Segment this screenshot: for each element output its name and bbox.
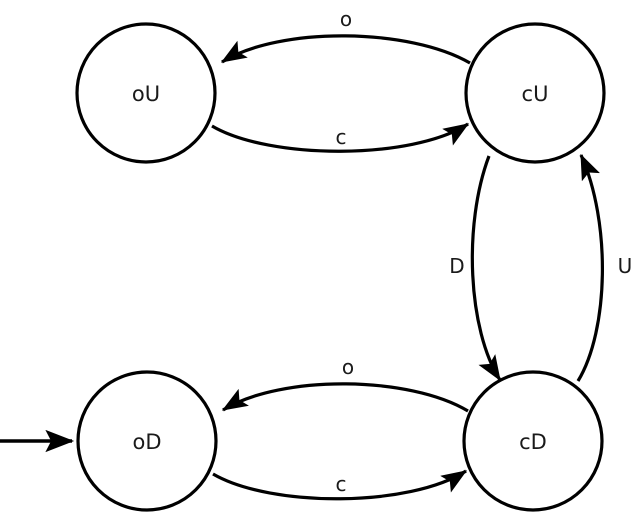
state-node-cU[interactable]: cU: [464, 22, 606, 164]
edge-path-cD-to-cU: [576, 153, 604, 382]
edge-label-cD-to-oD: o: [342, 355, 354, 379]
transition-cU-to-oU: o: [220, 7, 471, 65]
state-circle-cU[interactable]: [464, 22, 606, 164]
edge-path-cU-to-oU: [220, 34, 471, 65]
edge-label-cU-to-cD: D: [449, 254, 464, 278]
state-circle-oD[interactable]: [76, 370, 218, 512]
edge-label-oU-to-cU: c: [336, 125, 347, 149]
state-label-oD: oD: [132, 430, 161, 454]
state-node-oD[interactable]: oD: [76, 370, 218, 512]
state-circle-oU[interactable]: [75, 22, 217, 164]
transition-cU-to-cD: D: [449, 155, 502, 382]
transition-cD-to-oD: o: [221, 355, 469, 413]
edge-label-cD-to-cU: U: [618, 254, 633, 278]
transition-oU-to-cU: c: [211, 122, 470, 153]
edge-label-oD-to-cD: c: [336, 472, 347, 496]
edge-label-cU-to-oU: o: [340, 7, 352, 31]
transition-oD-to-cD: c: [212, 469, 468, 501]
state-node-oU[interactable]: oU: [75, 22, 217, 164]
edge-path-cU-to-cD: [470, 155, 502, 382]
edge-path-cD-to-oD: [221, 382, 469, 413]
edge-path-oD-to-cD: [212, 469, 468, 501]
edge-path-oU-to-cU: [211, 122, 470, 153]
state-node-cD[interactable]: cD: [462, 370, 604, 512]
transition-cD-to-cU: U: [576, 153, 633, 382]
state-label-cU: cU: [522, 82, 549, 106]
state-label-cD: cD: [519, 430, 547, 454]
state-circle-cD[interactable]: [462, 370, 604, 512]
state-label-oU: oU: [132, 82, 160, 106]
